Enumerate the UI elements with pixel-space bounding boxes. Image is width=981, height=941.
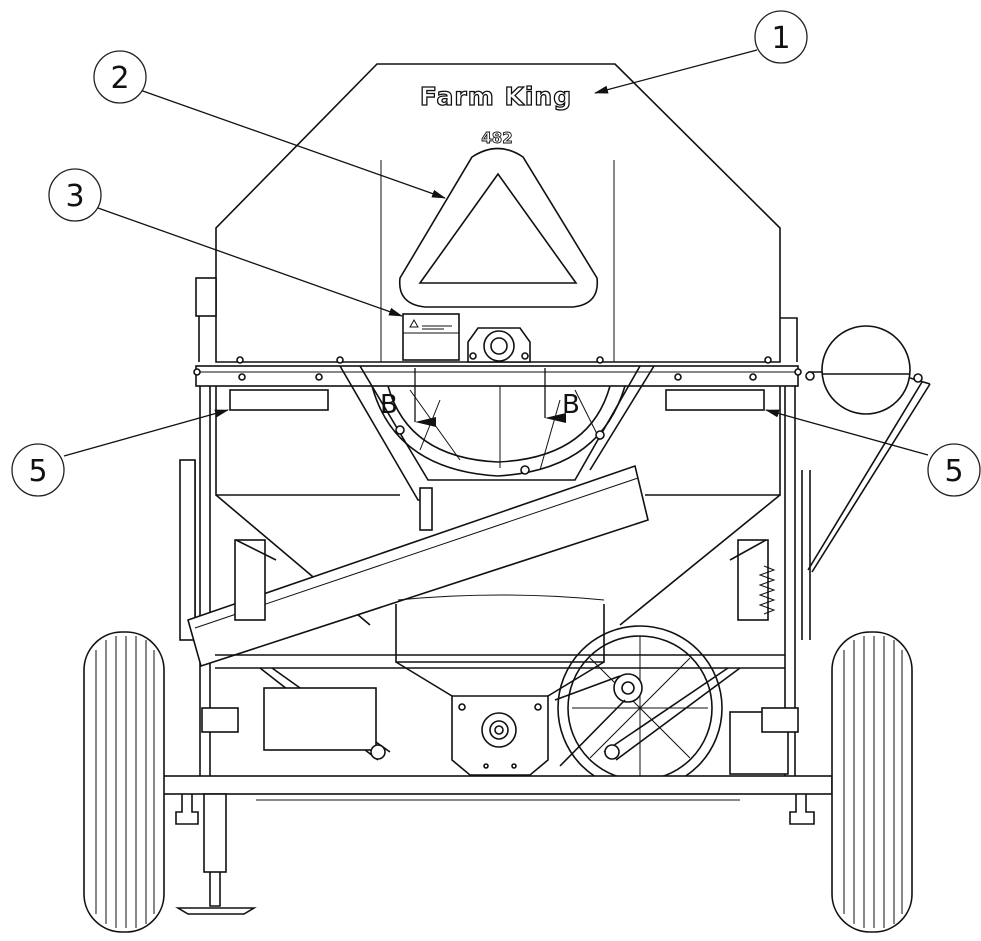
callout-3: 3: [48, 168, 102, 222]
model-number-text: 482: [481, 129, 512, 147]
callout-1: 1: [754, 10, 808, 64]
section-marker-right: B: [544, 368, 580, 423]
lower-braces: [215, 539, 785, 761]
manual-canister: [805, 325, 931, 573]
section-marker-left: B: [380, 368, 436, 427]
jack-stand: [175, 793, 257, 915]
callout-5-right: 5: [927, 443, 981, 497]
right-bracket: [761, 707, 799, 733]
deflector-chute: [187, 464, 649, 668]
callout-1-leader: [594, 49, 758, 94]
callout-2: 2: [93, 50, 147, 104]
callout-number: 2: [110, 61, 129, 96]
callout-number: 5: [28, 454, 47, 489]
smv-triangle-emblem: [398, 147, 599, 308]
warning-decal: [402, 313, 460, 361]
callout-2-leader: [139, 89, 446, 199]
spinner-wheel: [371, 385, 626, 477]
callout-number: 3: [65, 179, 84, 214]
callout-number: 1: [771, 21, 790, 56]
left-side-box: [263, 687, 377, 751]
section-label: B: [562, 390, 580, 420]
left-bracket: [201, 707, 239, 733]
callout-3-leader: [97, 207, 403, 317]
main-frame: [179, 356, 811, 780]
callout-5-left-leader: [63, 409, 229, 457]
gearbox-plate: [451, 695, 549, 776]
callout-5-right-leader: [765, 409, 929, 456]
hopper-top: [195, 63, 798, 363]
callout-5-left: 5: [11, 443, 65, 497]
left-wheel: [83, 631, 165, 933]
callout-number: 5: [944, 454, 963, 489]
section-label: B: [380, 390, 398, 420]
top-bearing: [467, 327, 531, 363]
axle-bar: [161, 775, 833, 825]
drive-pulley: [554, 625, 723, 791]
left-reflector-decal: [229, 389, 329, 411]
brand-logo-text: Farm King: [420, 82, 572, 111]
right-reflector-decal: [665, 389, 765, 411]
right-wheel: [831, 631, 913, 933]
tension-spring: [758, 565, 776, 615]
